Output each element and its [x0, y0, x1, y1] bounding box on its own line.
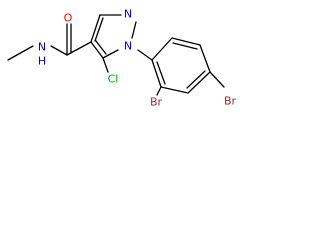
bond-c5-c4-inner	[95, 40, 107, 55]
bond-c4-c3-inner	[94, 17, 104, 42]
bond-ph-2-inner	[172, 42, 198, 50]
bond-n2-n1	[131, 21, 137, 39]
atom-chlorine: Cl	[108, 73, 119, 86]
bond-carbonyl-c4	[66, 41, 92, 56]
atom-amide-oxygen: O	[64, 12, 73, 25]
bond-ortho-br	[156, 86, 162, 96]
bond-n-carbonyl	[50, 45, 68, 56]
atom-pyrazole-n1: N	[124, 40, 132, 53]
bond-ph-5	[160, 86, 189, 94]
bond-n1-c5	[102, 49, 119, 59]
bond-c4-c3	[90, 14, 101, 43]
bond-ph-1	[151, 37, 173, 61]
bond-ph-4	[187, 71, 211, 94]
bond-ph-6	[151, 59, 162, 88]
bond-ph-4-inner	[186, 70, 206, 89]
bond-methyl-n	[7, 45, 34, 61]
atom-pyrazole-n2: N	[124, 8, 132, 21]
bond-group	[7, 14, 225, 96]
bond-ph-6-inner	[156, 61, 166, 85]
bond-ph-3	[199, 44, 211, 73]
bond-c5-cl	[102, 57, 109, 73]
atom-bromine-para: Br	[224, 95, 237, 108]
bond-c5-c4	[90, 41, 104, 59]
atom-bromine-ortho: Br	[150, 96, 163, 109]
atom-amide-nitrogen: N	[38, 41, 46, 54]
atom-amide-hydrogen: H	[38, 55, 46, 68]
bond-n1-ipso	[137, 49, 153, 61]
atom-label-group: O N H N N Cl Br Br	[38, 8, 237, 109]
bond-para-br	[209, 71, 225, 88]
molecule-structure: O N H N N Cl Br Br	[7, 8, 237, 109]
bond-ph-2	[171, 37, 201, 46]
